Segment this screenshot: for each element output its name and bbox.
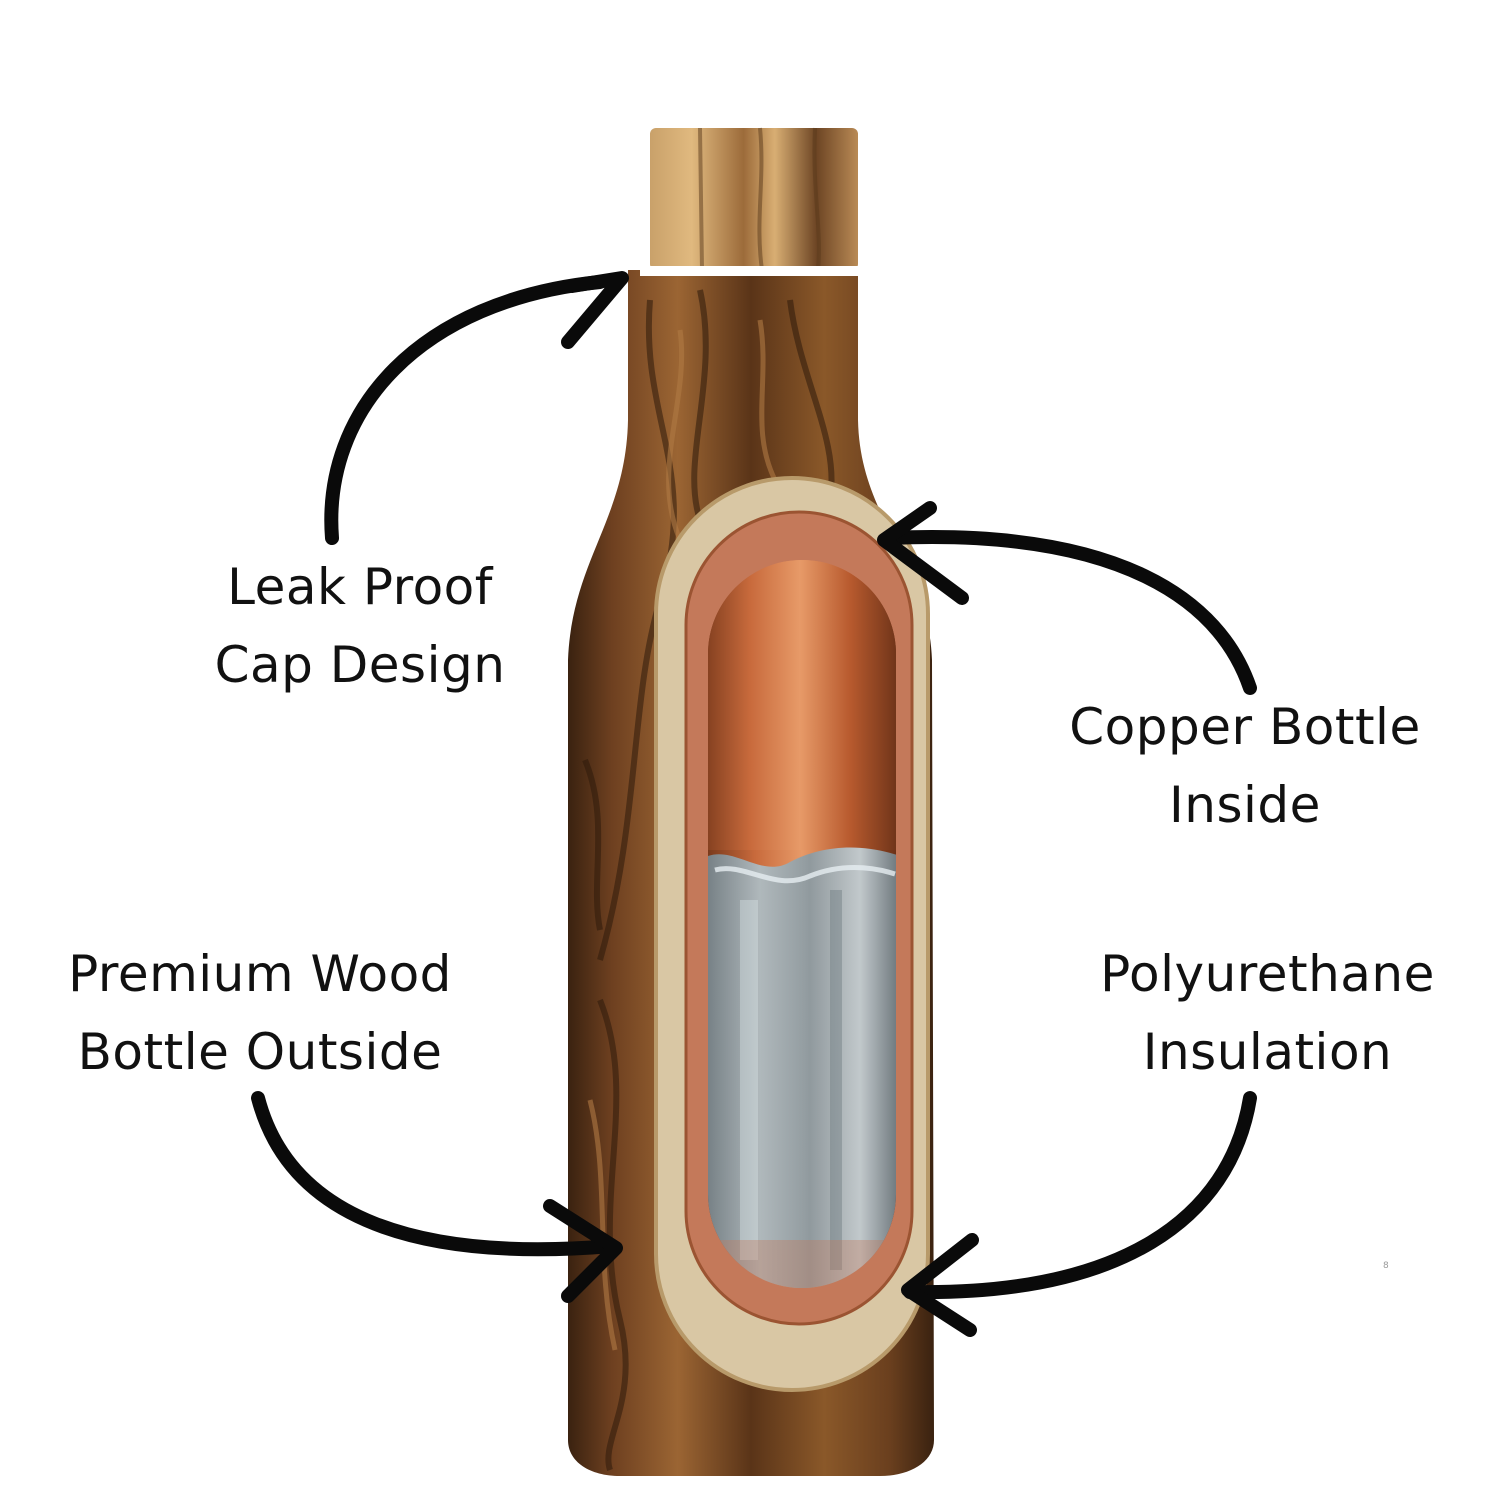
copper-label-line2: Inside xyxy=(1169,776,1321,834)
cap-label-line2: Cap Design xyxy=(214,636,506,694)
wood-label-line1: Premium Wood xyxy=(68,945,452,1003)
wooden-cap xyxy=(650,128,858,270)
cap-design-label: Leak Proof Cap Design xyxy=(150,548,570,704)
wood-label-line2: Bottle Outside xyxy=(77,1023,443,1081)
insulation-label-line2: Insulation xyxy=(1142,1023,1393,1081)
corner-mark: 8 xyxy=(1383,1261,1389,1271)
insulation-label: Polyurethane Insulation xyxy=(1035,935,1500,1091)
curved-arrow-icon xyxy=(251,271,1257,1337)
copper-interior xyxy=(708,560,896,1288)
copper-bottle-label: Copper Bottle Inside xyxy=(995,688,1495,844)
wood-bottle-label: Premium Wood Bottle Outside xyxy=(0,935,520,1091)
copper-label-line1: Copper Bottle xyxy=(1069,698,1421,756)
cap-label-line1: Leak Proof xyxy=(227,558,493,616)
insulation-label-line1: Polyurethane xyxy=(1100,945,1435,1003)
water-fill xyxy=(708,847,896,1288)
